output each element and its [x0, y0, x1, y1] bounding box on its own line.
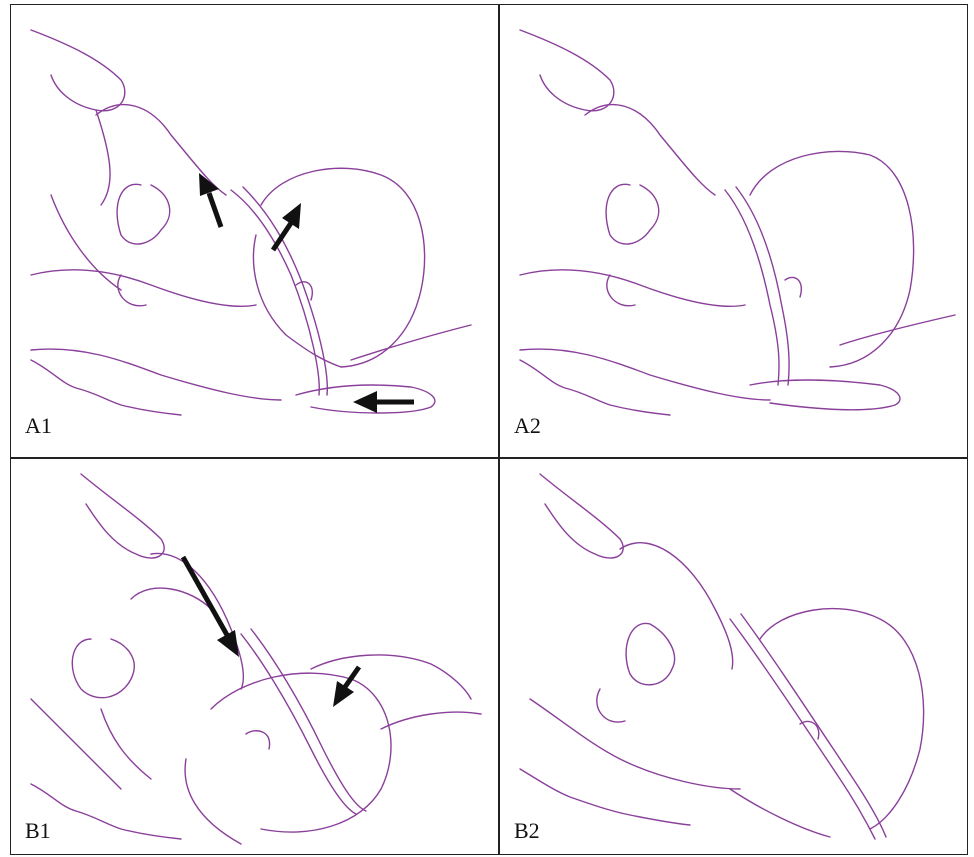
panel-label: B1 — [25, 818, 51, 844]
arrow-down-left — [345, 667, 359, 687]
arrow-head — [217, 630, 239, 657]
panel-label: A2 — [514, 413, 541, 439]
arrow-down-right — [183, 557, 227, 635]
panel-a2: A2 — [500, 5, 969, 457]
panel-label: B2 — [514, 818, 540, 844]
panel-b1-illustration — [11, 459, 498, 856]
panel-a1: A1 — [11, 5, 498, 457]
panel-b2-illustration — [500, 459, 969, 856]
panel-b2: B2 — [500, 459, 969, 856]
panel-label: A1 — [25, 413, 52, 439]
panel-a2-illustration — [500, 5, 969, 457]
panel-a1-illustration — [11, 5, 498, 457]
arrow-head — [199, 173, 219, 196]
arrow-head — [353, 391, 377, 413]
arrow-up-right — [273, 223, 291, 250]
panel-b1: B1 — [11, 459, 498, 856]
arrow-up-left — [209, 193, 221, 227]
figure-grid: A1 A2 — [10, 4, 968, 855]
